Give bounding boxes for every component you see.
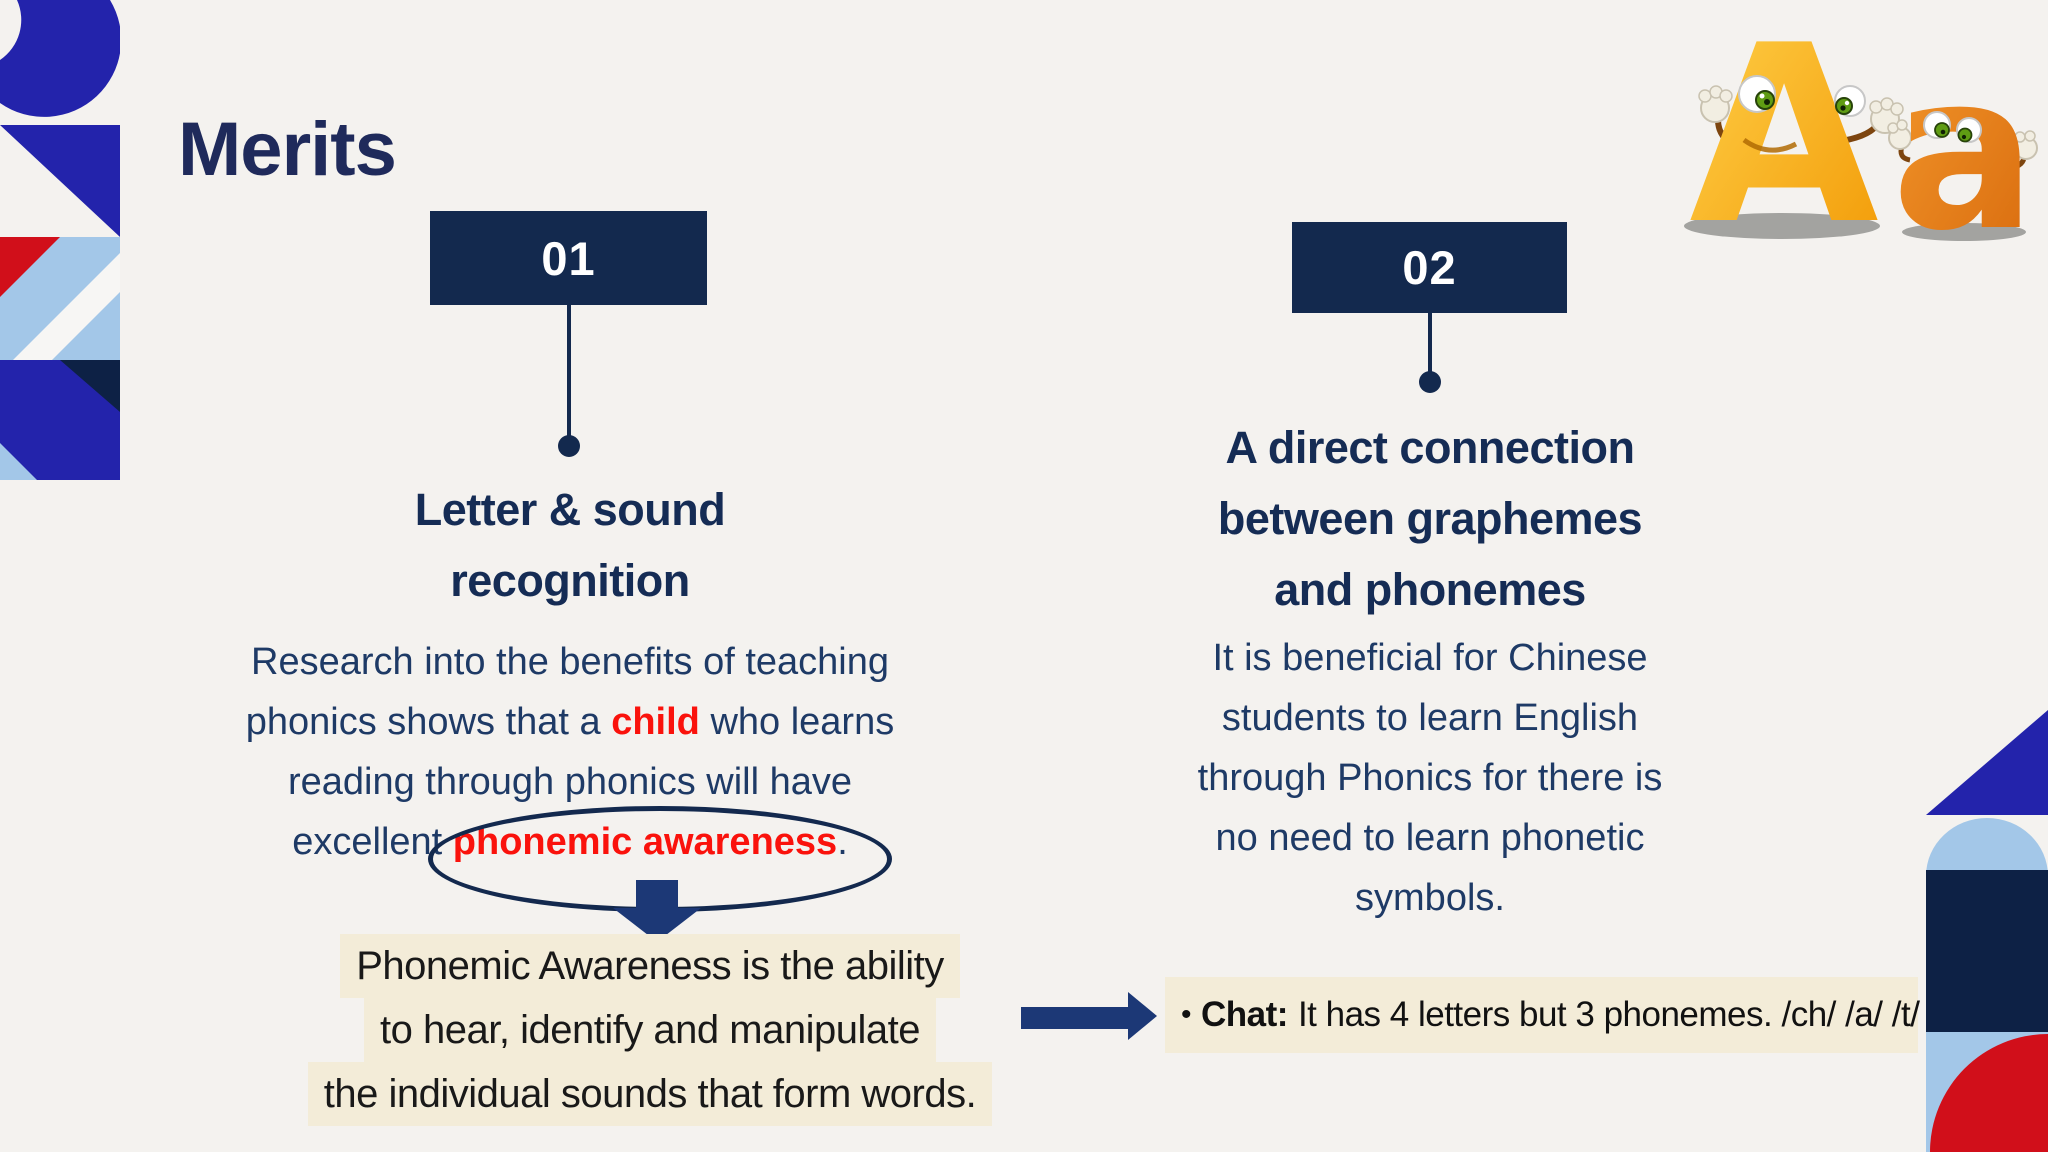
para-line: reading through phonics will have bbox=[287, 761, 853, 803]
para-line: It is beneficial for Chinese bbox=[1212, 637, 1648, 679]
number-badge-02: 02 bbox=[1292, 222, 1567, 313]
para-line: through Phonics for there is bbox=[1197, 757, 1663, 799]
heading-line: recognition bbox=[450, 555, 690, 606]
shadow-big-a bbox=[1684, 213, 1880, 239]
connector-dot-02 bbox=[1419, 371, 1441, 393]
bullet-icon: • bbox=[1181, 998, 1192, 1031]
badge-01-label: 01 bbox=[541, 231, 596, 285]
decorative-corner-top-left bbox=[0, 0, 120, 480]
chat-example-text: It has 4 letters but 3 phonemes. /ch/ /a… bbox=[1297, 995, 1920, 1034]
badge-02-label: 02 bbox=[1402, 241, 1457, 294]
eyes-small-a bbox=[1923, 111, 1982, 143]
para-line: students to learn English bbox=[1221, 697, 1639, 739]
para-line: Research into the benefits of teaching bbox=[251, 641, 889, 683]
number-badge-01: 01 bbox=[430, 211, 707, 305]
para-line: symbols. bbox=[1355, 877, 1505, 919]
glove-right-small-a bbox=[2014, 130, 2038, 160]
heading-line: Letter & sound bbox=[414, 484, 726, 535]
definition-line: to hear, identify and manipulate bbox=[280, 998, 1020, 1062]
connector-line-01 bbox=[567, 305, 571, 437]
connector-dot-01 bbox=[558, 435, 580, 457]
right-arrow-head-icon bbox=[1128, 992, 1157, 1040]
heading-graphemes-phonemes: A direct connection between graphemes an… bbox=[1030, 412, 1830, 625]
down-arrow-icon bbox=[636, 880, 678, 910]
decorative-corner-bottom-right bbox=[1926, 710, 2048, 1152]
para-line: no need to learn phonetic bbox=[1215, 817, 1645, 859]
definition-line: the individual sounds that form words. bbox=[280, 1062, 1020, 1126]
chat-example-label: Chat: bbox=[1201, 995, 1288, 1034]
page-title: Merits bbox=[178, 107, 397, 192]
shadow-small-a bbox=[1902, 223, 2026, 241]
mouth-big-a bbox=[1742, 137, 1798, 153]
eyes-big-a bbox=[1738, 75, 1866, 117]
heading-line: A direct connection bbox=[1225, 422, 1635, 473]
para-line: phonics shows that a child who learns bbox=[245, 701, 895, 743]
right-arrow-icon bbox=[1021, 1007, 1129, 1029]
definition-box: Phonemic Awareness is the ability to hea… bbox=[280, 934, 1020, 1126]
chat-example-box: • Chat: It has 4 letters but 3 phonemes.… bbox=[1165, 977, 1920, 1053]
cartoon-big-letter: A bbox=[1689, 20, 1879, 245]
cartoon-letters-aa: A a bbox=[1684, 20, 2038, 245]
paragraph-chinese-students: It is beneficial for Chinese students to… bbox=[1110, 628, 1750, 928]
highlight-child: child bbox=[611, 701, 700, 743]
heading-letter-sound-recognition: Letter & sound recognition bbox=[170, 474, 970, 616]
heading-line: between graphemes bbox=[1217, 493, 1643, 544]
heading-line: and phonemes bbox=[1274, 564, 1586, 615]
connector-line-02 bbox=[1428, 313, 1432, 373]
glove-left-small-a bbox=[1887, 119, 1912, 150]
glove-left-big-a bbox=[1698, 85, 1733, 123]
definition-line: Phonemic Awareness is the ability bbox=[280, 934, 1020, 998]
